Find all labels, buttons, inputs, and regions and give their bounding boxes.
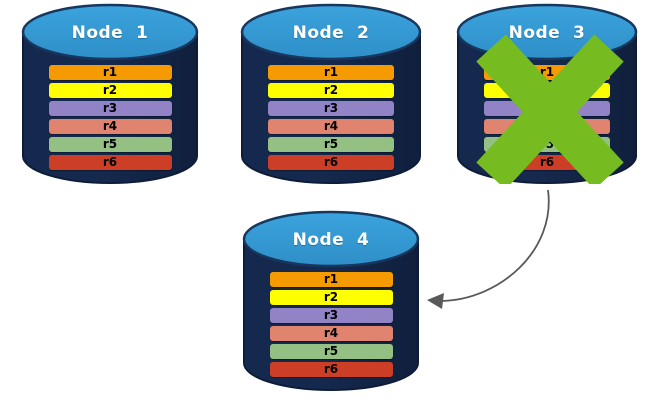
record-row[interactable]: r6	[269, 362, 393, 377]
record-row[interactable]: r5	[268, 137, 394, 152]
record-row[interactable]: r1	[268, 65, 394, 80]
record-row[interactable]: r2	[268, 83, 394, 98]
record-row[interactable]: r3	[269, 308, 393, 323]
record-row[interactable]: r5	[48, 137, 172, 152]
record-row-list: r1 r2 r3 r4 r5 r6	[241, 65, 421, 170]
cylinder-top-ellipse	[240, 3, 422, 61]
arrow-line	[440, 189, 550, 302]
cylinder-top-ellipse	[21, 3, 199, 61]
record-row[interactable]: r2	[48, 83, 172, 98]
record-row[interactable]: r6	[48, 155, 172, 170]
record-row[interactable]: r4	[484, 119, 610, 134]
record-row[interactable]: r6	[484, 155, 610, 170]
record-row-list: r1 r2 r3 r4 r5 r6	[457, 65, 637, 170]
record-row-list: r1 r2 r3 r4 r5 r6	[243, 272, 419, 377]
record-row[interactable]: r4	[269, 326, 393, 341]
cylinder-top-ellipse	[242, 210, 420, 268]
record-row[interactable]: r5	[269, 344, 393, 359]
record-row[interactable]: r3	[268, 101, 394, 116]
arrow-head	[427, 293, 444, 309]
record-row[interactable]: r3	[48, 101, 172, 116]
record-row[interactable]: r1	[269, 272, 393, 287]
record-row[interactable]: r5	[484, 137, 610, 152]
record-row[interactable]: r2	[269, 290, 393, 305]
record-row-list: r1 r2 r3 r4 r5 r6	[22, 65, 198, 170]
record-row[interactable]: r6	[268, 155, 394, 170]
cylinder-top-ellipse	[456, 3, 638, 61]
record-row[interactable]: r4	[48, 119, 172, 134]
record-row[interactable]: r4	[268, 119, 394, 134]
record-row[interactable]: r3	[484, 101, 610, 116]
record-row[interactable]: r2	[484, 83, 610, 98]
record-row[interactable]: r1	[48, 65, 172, 80]
record-row[interactable]: r1	[484, 65, 610, 80]
